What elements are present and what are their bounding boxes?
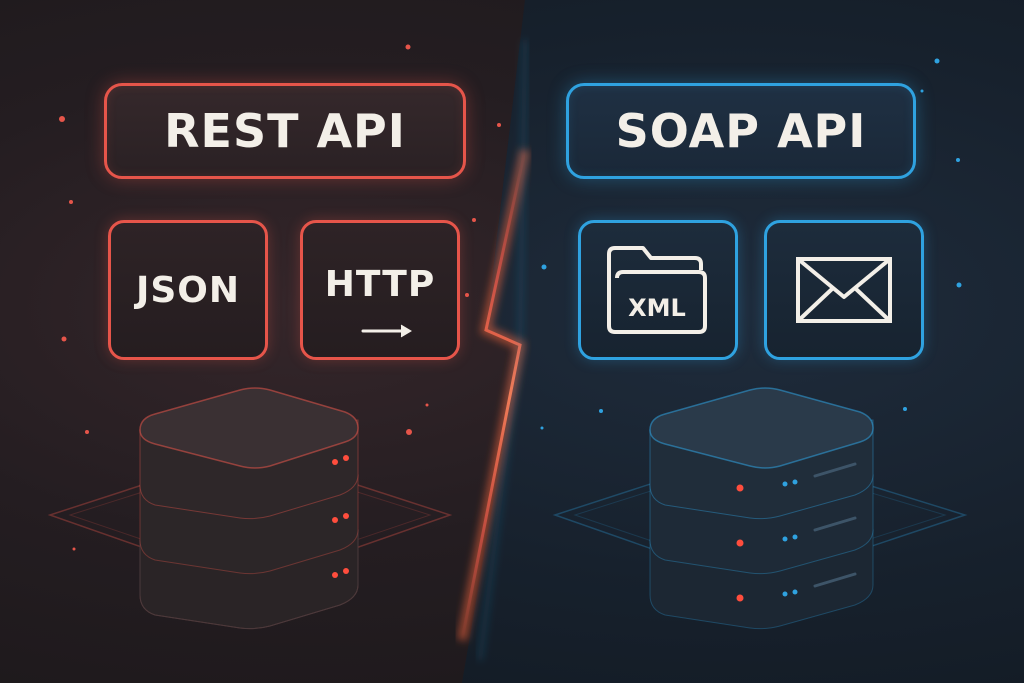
xml-label: XML <box>628 294 686 322</box>
rest-api-title: REST API <box>104 83 466 179</box>
http-label: HTTP <box>324 263 436 305</box>
arrow-right-icon <box>361 324 412 338</box>
envelope-icon <box>796 257 892 323</box>
json-label: JSON <box>135 269 241 311</box>
folder-icon: XML <box>607 246 707 334</box>
xml-tile: XML <box>578 220 738 360</box>
envelope-tile <box>764 220 924 360</box>
soap-server-stack-icon <box>552 387 968 630</box>
json-tile: JSON <box>108 220 268 360</box>
rest-server-stack-icon <box>47 387 453 630</box>
soap-api-title: SOAP API <box>566 83 916 179</box>
http-tile: HTTP <box>300 220 460 360</box>
